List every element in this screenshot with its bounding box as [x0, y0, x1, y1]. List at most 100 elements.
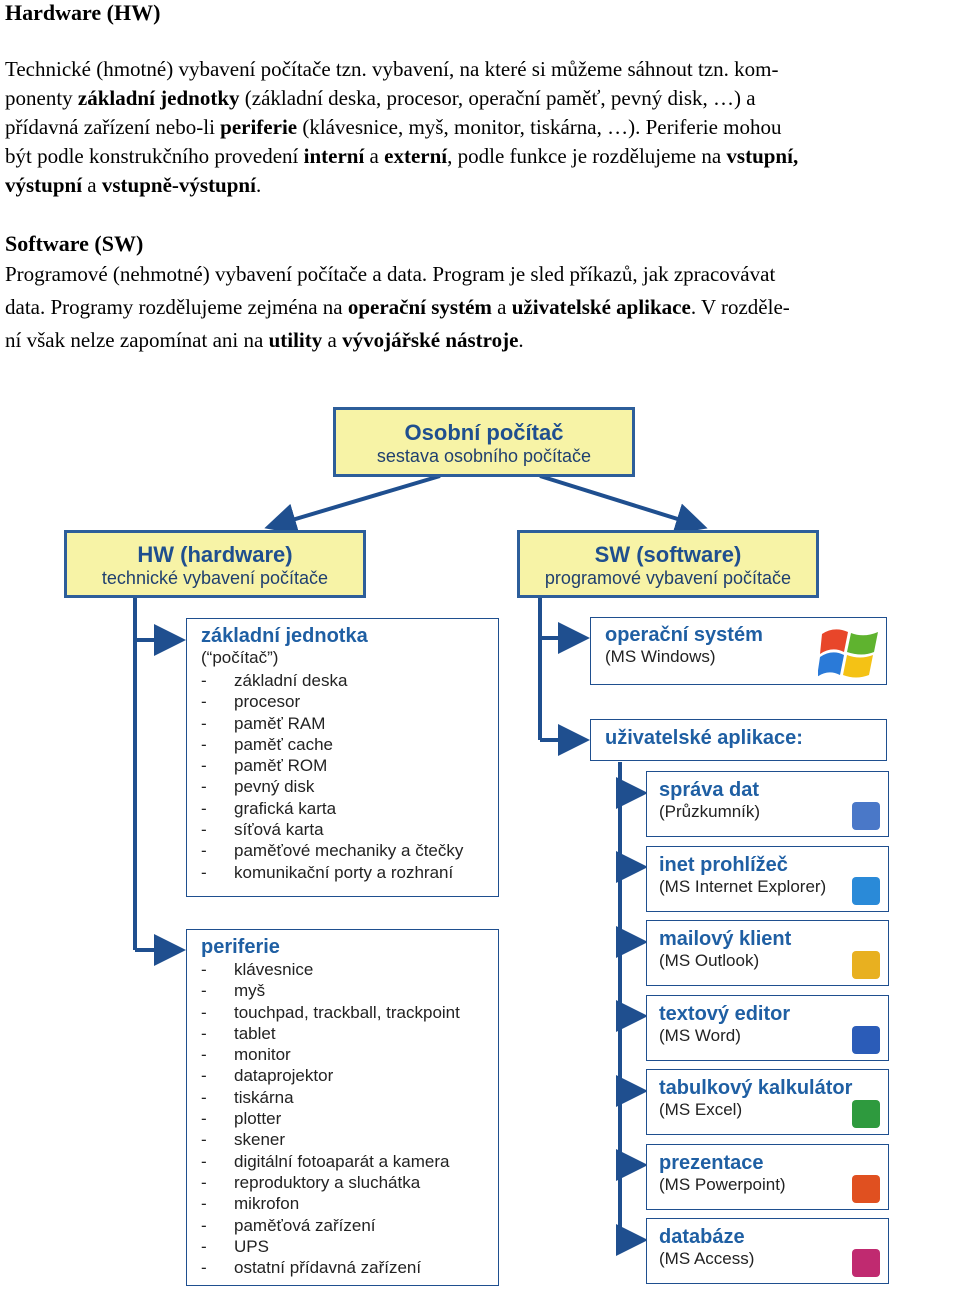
app-subtitle: (MS Outlook): [659, 951, 760, 970]
text: a: [322, 328, 343, 352]
app-title: prezentace: [659, 1151, 764, 1174]
zakladni-list: základní deskaprocesorpaměť RAMpaměť cac…: [187, 670, 498, 883]
hw-line-1: Technické (hmotné) vybavení počítače tzn…: [5, 57, 779, 81]
app-subtitle: (MS Excel): [659, 1100, 743, 1119]
app-title: textový editor: [659, 1002, 791, 1025]
hw-line-4: být podle konstrukčního provedení intern…: [5, 142, 955, 171]
sw-box: SW (software) programové vybavení počíta…: [517, 530, 819, 598]
app-title: správa dat: [659, 779, 760, 801]
list-item: UPS: [187, 1236, 498, 1258]
bold-term: vstupně-výstupní: [101, 173, 256, 197]
text: ponenty: [5, 86, 78, 110]
zakladni-jednotka-box: základní jednotka (“počítač”) základní d…: [186, 618, 499, 897]
list-item: paměť ROM: [187, 755, 498, 777]
powerpoint-icon: [852, 1174, 880, 1203]
bold-term: vstupní,: [726, 144, 799, 168]
hw-line-3: přídavná zařízení nebo-li periferie (klá…: [5, 113, 955, 142]
word-icon: [852, 1025, 880, 1054]
apps-header-box: uživatelské aplikace:: [590, 719, 887, 761]
list-item: monitor: [187, 1044, 498, 1066]
list-item: ostatní přídavná zařízení: [187, 1257, 498, 1279]
list-item: pevný disk: [187, 776, 498, 798]
hw-line-5: výstupní a vstupně-výstupní.: [5, 171, 955, 200]
text: být podle konstrukčního provedení: [5, 144, 304, 168]
text: (klávesnice, myš, monitor, tiskárna, …).…: [297, 115, 782, 139]
list-item: touchpad, trackball, trackpoint: [187, 1002, 498, 1024]
internet-explorer-icon: [852, 876, 880, 905]
text: přídavná zařízení nebo-li: [5, 115, 221, 139]
hw-subtitle: technické vybavení počítače: [101, 568, 329, 588]
list-item: skener: [187, 1129, 498, 1151]
text: ní však nelze zapomínat ani na: [5, 328, 269, 352]
zakladni-title: základní jednotka: [201, 625, 368, 647]
apps-header: uživatelské aplikace:: [605, 727, 803, 749]
list-item: paměť cache: [187, 734, 498, 756]
list-item: dataprojektor: [187, 1065, 498, 1087]
text: .: [518, 328, 524, 352]
sw-line-1: Programové (nehmotné) vybavení počítače …: [5, 262, 776, 286]
list-item: paměťová zařízení: [187, 1215, 498, 1237]
app-box: prezentace(MS Powerpoint): [646, 1143, 889, 1210]
text: , podle funkce je rozdělujeme na: [447, 144, 727, 168]
hw-paragraph: Technické (hmotné) vybavení počítače tzn…: [5, 55, 955, 200]
app-box: inet prohlížeč(MS Internet Explorer): [646, 845, 889, 912]
list-item: paměťové mechaniky a čtečky: [187, 840, 498, 862]
root-subtitle: sestava osobního počítače: [376, 446, 592, 466]
access-icon: [852, 1249, 880, 1277]
app-box: textový editor(MS Word): [646, 994, 889, 1061]
text: data. Programy rozdělujeme zejména na: [5, 295, 348, 319]
app-title: mailový klient: [659, 928, 792, 950]
periferie-box: periferie klávesnicemyštouchpad, trackba…: [186, 929, 499, 1286]
sw-subtitle: programové vybavení počítače: [544, 568, 792, 588]
windows-logo-icon: [818, 629, 878, 678]
periferie-title: periferie: [201, 936, 280, 958]
outlook-icon: [852, 951, 880, 979]
list-item: digitální fotoaparát a kamera: [187, 1151, 498, 1173]
list-item: mikrofon: [187, 1193, 498, 1215]
bold-term: utility: [268, 328, 323, 352]
app-box: tabulkový kalkulátor(MS Excel): [646, 1069, 889, 1135]
os-title: operační systém: [605, 624, 763, 646]
list-item: síťová karta: [187, 819, 498, 841]
sw-title: SW (software): [594, 542, 742, 567]
app-subtitle: (Průzkumník): [659, 802, 761, 821]
list-item: procesor: [187, 691, 498, 713]
text: a: [491, 295, 512, 319]
app-box: mailový klient(MS Outlook): [646, 920, 889, 986]
bold-term: operační systém: [347, 295, 492, 319]
list-item: tablet: [187, 1023, 498, 1045]
bold-term: výstupní: [5, 173, 83, 197]
app-subtitle: (MS Powerpoint): [659, 1174, 786, 1194]
text: . V rozděle-: [690, 295, 790, 319]
root-title: Osobní počítač: [404, 420, 564, 445]
list-item: reproduktory a sluchátka: [187, 1172, 498, 1194]
bold-term: základní jednotky: [77, 86, 240, 110]
hw-heading: Hardware (HW): [5, 0, 161, 25]
app-box: databáze(MS Access): [646, 1218, 889, 1284]
text: a: [364, 144, 385, 168]
app-subtitle: (MS Access): [659, 1249, 755, 1268]
bold-term: externí: [384, 144, 448, 168]
list-item: klávesnice: [187, 959, 498, 981]
excel-icon: [852, 1100, 880, 1128]
list-item: plotter: [187, 1108, 498, 1130]
list-item: grafická karta: [187, 798, 498, 820]
app-title: databáze: [659, 1226, 745, 1248]
text: .: [255, 173, 262, 197]
sw-paragraph: Programové (nehmotné) vybavení počítače …: [5, 258, 955, 357]
list-item: komunikační porty a rozhraní: [187, 862, 498, 884]
bold-term: vývojářské nástroje: [342, 328, 519, 352]
hw-line-2: ponenty základní jednotky (základní desk…: [5, 84, 955, 113]
list-item: základní deska: [187, 670, 498, 692]
text: (základní deska, procesor, operační pamě…: [239, 86, 756, 110]
bold-term: interní: [303, 144, 365, 168]
root-box: Osobní počítač sestava osobního počítače: [333, 407, 635, 477]
zakladni-subtitle: (“počítač”): [201, 648, 279, 667]
os-box: operační systém (MS Windows): [590, 617, 887, 685]
list-item: tiskárna: [187, 1087, 498, 1109]
app-title: tabulkový kalkulátor: [659, 1077, 853, 1099]
bold-term: periferie: [220, 115, 298, 139]
app-subtitle: (MS Word): [659, 1025, 741, 1045]
